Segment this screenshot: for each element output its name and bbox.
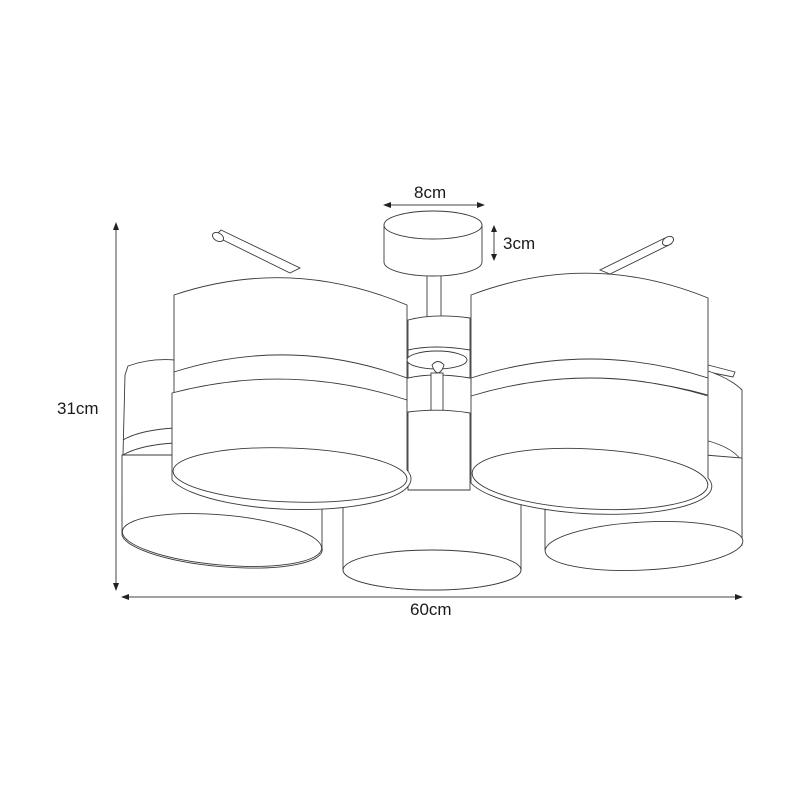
ceiling-canopy — [383, 210, 483, 277]
total-width-label: 60cm — [410, 600, 452, 619]
canopy-height-label: 3cm — [503, 234, 536, 253]
shade-front-right — [470, 272, 713, 515]
shade-bottom-left — [121, 454, 323, 569]
dimension-lines — [113, 202, 743, 600]
arm-rods — [211, 229, 736, 378]
shade-front-left — [171, 277, 412, 510]
total-height-label: 31cm — [57, 399, 99, 418]
canopy-width-label: 8cm — [414, 183, 447, 202]
center-body — [406, 257, 471, 491]
